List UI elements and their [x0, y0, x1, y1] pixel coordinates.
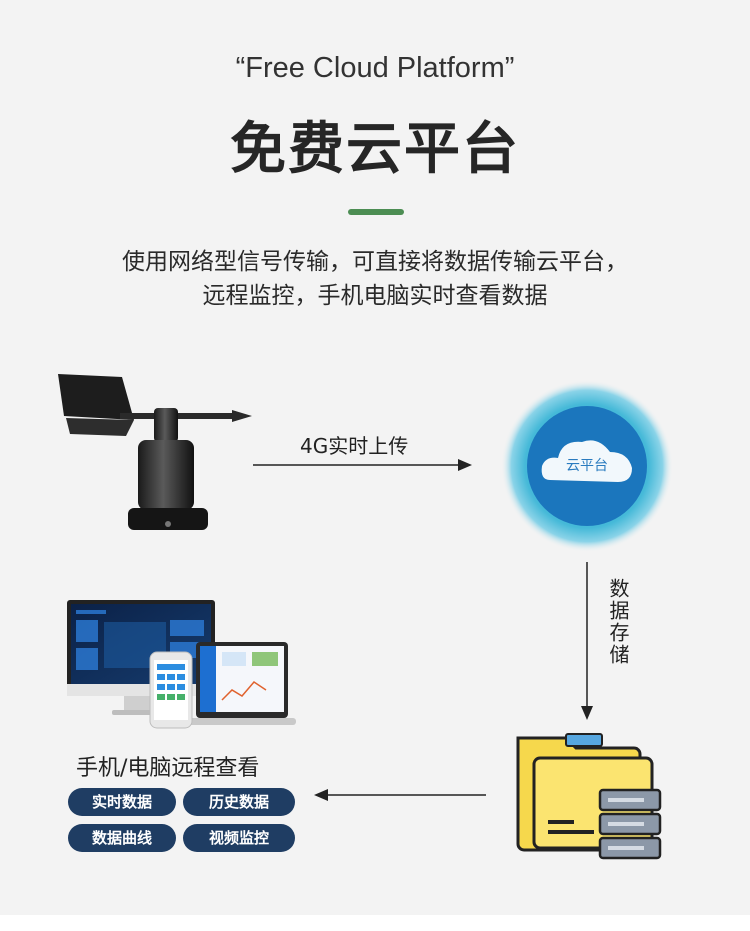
- remote-view-label: 手机/电脑远程查看: [76, 756, 260, 781]
- wind-vane-sensor-icon: [58, 374, 252, 530]
- cloud-platform-icon: [501, 380, 673, 552]
- folder-server-icon: [516, 733, 662, 860]
- devices-icon: [67, 600, 296, 729]
- accent-divider: [348, 209, 404, 215]
- description-line-2: 远程监控，手机电脑实时查看数据: [202, 283, 548, 309]
- bottom-band: [0, 915, 750, 931]
- storage-label: 数据存储: [606, 578, 630, 666]
- feature-video-monitoring: 视频监控: [183, 824, 295, 852]
- feature-history-data: 历史数据: [183, 788, 295, 816]
- feature-data-curve: 数据曲线: [68, 824, 176, 852]
- description-line-1: 使用网络型信号传输，可直接将数据传输云平台，: [122, 249, 628, 275]
- storage-arrow-icon: [581, 562, 593, 720]
- feature-realtime-data: 实时数据: [68, 788, 176, 816]
- upload-arrow-icon: [253, 459, 472, 471]
- chinese-title: 免费云平台: [230, 117, 520, 182]
- cloud-platform-label: 云平台: [566, 458, 608, 474]
- upload-label: 4G实时上传: [300, 434, 409, 458]
- return-arrow-icon: [314, 789, 486, 801]
- english-title: “Free Cloud Platform”: [235, 52, 515, 84]
